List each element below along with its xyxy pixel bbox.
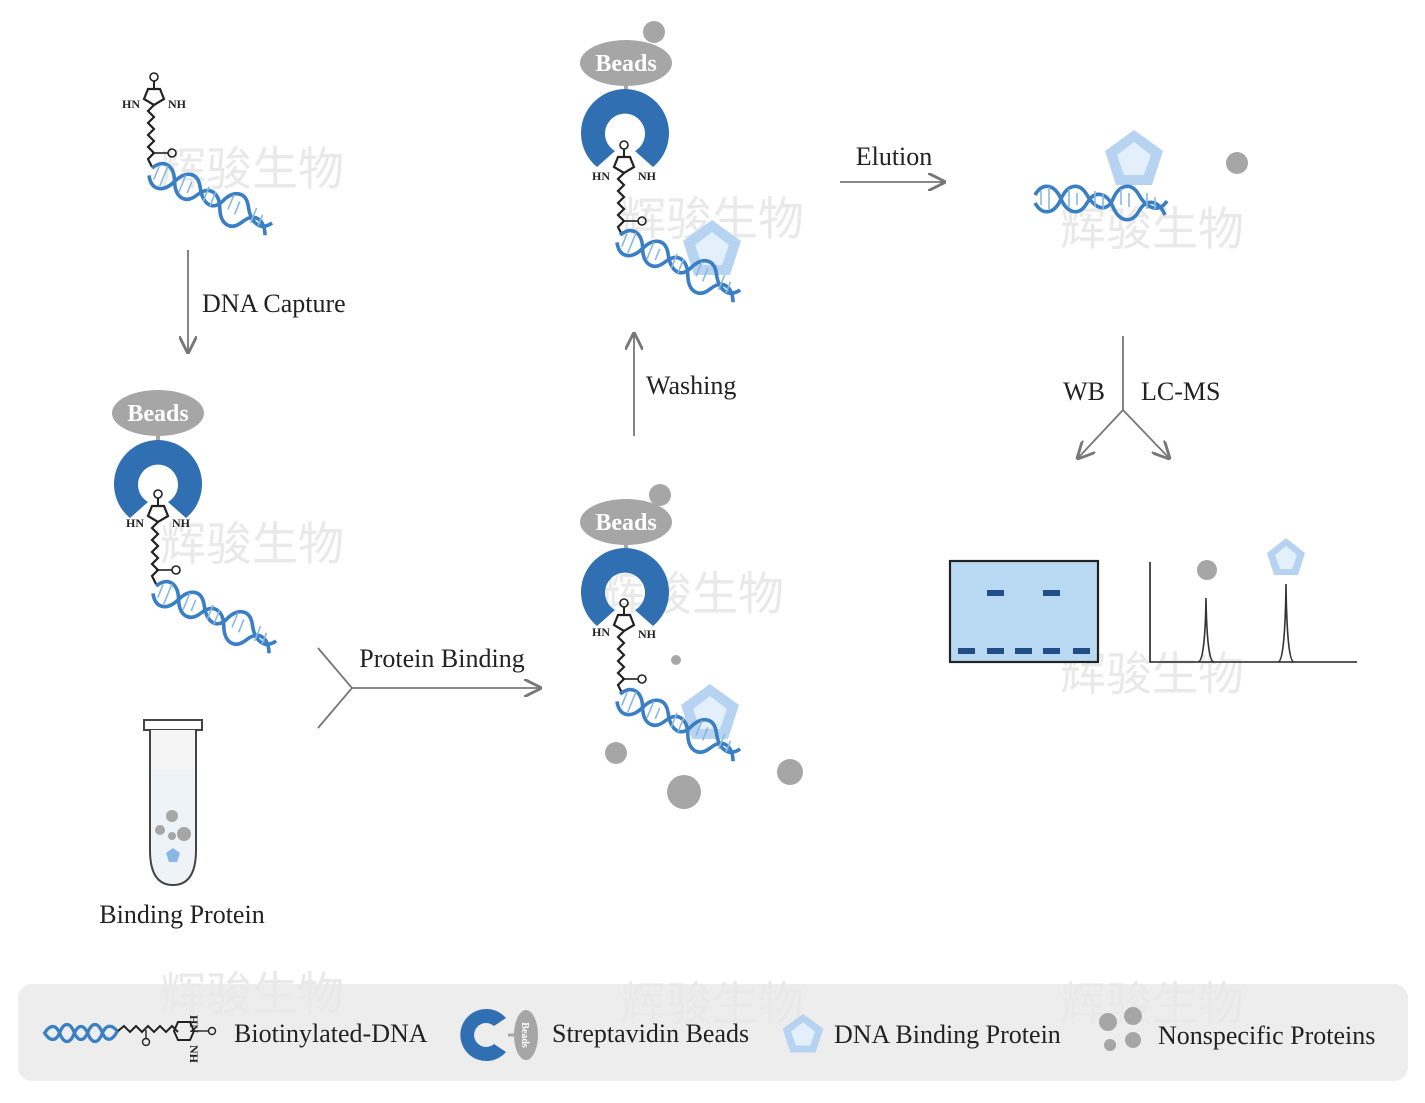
- legend-dna-binding-protein-label: DNA Binding Protein: [834, 1020, 1061, 1049]
- bead-icon: [1099, 1007, 1142, 1051]
- watermark-text: 辉骏生物: [160, 142, 344, 196]
- lcms-arrow: [1122, 409, 1169, 458]
- legend-streptavidin-beads-label: Streptavidin Beads: [552, 1019, 749, 1048]
- chem-nh-label: NH: [172, 516, 191, 530]
- binding-mixture-step3: Beads HN NH: [580, 484, 803, 809]
- spectrum-icon: [1149, 562, 1357, 663]
- watermark-text: 辉骏生物: [1060, 202, 1244, 256]
- legend-background: [18, 984, 1408, 1081]
- bead-icon: [580, 499, 672, 545]
- dna-helix-icon: [42, 1022, 120, 1044]
- biotin-linker-icon: [117, 1024, 179, 1034]
- binding-protein-label: Binding Protein: [99, 900, 264, 929]
- chem-hn-label: HN: [187, 1015, 201, 1033]
- legend-biotinylated-dna: HN NH Biotinylated-DNA: [42, 1015, 428, 1064]
- ms-spectrum: [1149, 538, 1357, 663]
- captured-dna-step2: Beads HN NH: [112, 390, 284, 660]
- chem-nh-label: NH: [638, 169, 657, 183]
- chem-hn-label: HN: [126, 516, 144, 530]
- dna-helix-icon: [144, 576, 284, 660]
- legend-beads-small-label: Beads: [519, 1022, 530, 1048]
- western-blot-gel: [948, 559, 1100, 664]
- bead-icon: [514, 1010, 538, 1060]
- legend-biotinylated-dna-label: Biotinylated-DNA: [234, 1019, 428, 1048]
- bead-icon: [580, 40, 672, 86]
- biotinylated-dna-step1: HN NH: [122, 71, 280, 242]
- chem-nh-label: NH: [638, 627, 657, 641]
- beads-label: Beads: [595, 510, 656, 536]
- eluted-step5: [1021, 130, 1248, 267]
- watermark-text: 辉骏生物: [1060, 977, 1244, 1031]
- streptavidin-icon: [460, 1009, 506, 1061]
- pentagon-protein-icon: [782, 1014, 824, 1053]
- chem-nh-label: NH: [168, 97, 187, 111]
- chem-hn-label: HN: [592, 625, 610, 639]
- dna-capture-label: DNA Capture: [202, 289, 346, 318]
- chem-hn-label: HN: [122, 97, 140, 111]
- washed-complex-step4: Beads HN NH: [580, 21, 748, 309]
- watermark-text: 辉骏生物: [160, 517, 344, 571]
- watermark-text: 辉骏生物: [620, 977, 804, 1031]
- beads-label: Beads: [595, 51, 656, 77]
- legend-nonspecific-proteins-label: Nonspecific Proteins: [1158, 1021, 1375, 1050]
- pentagon-protein-icon: [681, 684, 739, 739]
- merge-bracket: [317, 647, 354, 729]
- beads-label: Beads: [127, 401, 188, 427]
- wb-arrow: [1078, 409, 1124, 458]
- legend-panel: 辉骏生物 辉骏生物 辉骏生物 HN NH Biotinylated-DNA Be…: [18, 967, 1408, 1081]
- watermark-text: 辉骏生物: [160, 967, 344, 1021]
- binding-protein-tube: [143, 719, 203, 887]
- washing-label: Washing: [646, 371, 736, 400]
- pentagon-protein-icon: [1105, 130, 1163, 185]
- legend-streptavidin-beads: Beads Streptavidin Beads: [460, 1009, 749, 1061]
- bead-icon: [112, 390, 204, 436]
- legend-nonspecific-proteins: Nonspecific Proteins: [1099, 1007, 1375, 1051]
- chem-nh-label: NH: [187, 1045, 201, 1064]
- legend-dna-binding-protein: DNA Binding Protein: [782, 1014, 1061, 1053]
- chem-hn-label: HN: [592, 169, 610, 183]
- elution-label: Elution: [856, 142, 933, 171]
- gel-icon: [948, 559, 1100, 664]
- pentagon-protein-icon: [166, 848, 180, 862]
- wb-label: WB: [1063, 377, 1105, 406]
- protein-binding-label: Protein Binding: [359, 644, 524, 673]
- lcms-label: LC-MS: [1141, 377, 1220, 406]
- watermark-text: 辉骏生物: [600, 567, 784, 621]
- watermark-layer: 辉骏生物 辉骏生物 辉骏生物 辉骏生物 辉骏生物 辉骏生物: [160, 142, 1244, 701]
